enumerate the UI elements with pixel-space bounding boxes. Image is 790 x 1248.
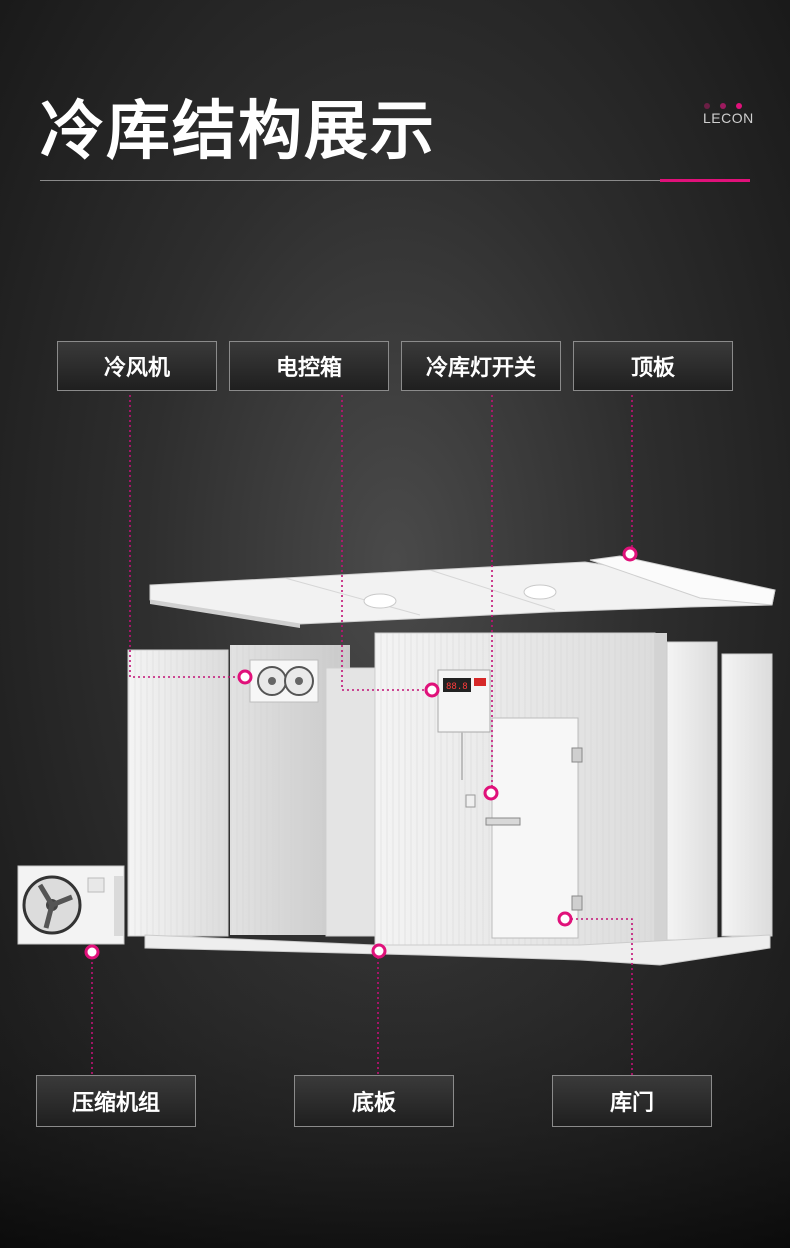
roof-panels [149, 555, 776, 628]
marker-air-cooler [237, 669, 253, 685]
marker-bottom-panel [371, 943, 387, 959]
leader-lines [91, 395, 633, 1075]
ceiling-light-2 [523, 584, 557, 600]
header-divider [40, 180, 750, 181]
dot-1 [704, 103, 710, 109]
label-door: 库门 [552, 1075, 712, 1127]
label-control-box: 电控箱 [229, 341, 389, 391]
dot-3 [736, 103, 742, 109]
ceiling-light-1 [363, 593, 397, 609]
controller-display: 88.8 [446, 682, 468, 692]
cold-room-door [485, 717, 583, 939]
header-dots [704, 94, 752, 113]
light-switch [465, 794, 476, 808]
side-panel-2 [721, 653, 773, 937]
marker-top-panel [622, 546, 638, 562]
header-divider-accent [660, 179, 750, 182]
callout-markers [84, 546, 638, 960]
marker-light-switch [483, 785, 499, 801]
brand-logo: LECON [703, 110, 754, 126]
label-air-cooler: 冷风机 [57, 341, 217, 391]
marker-control-box [424, 682, 440, 698]
floor-panels [144, 934, 771, 966]
marker-door [557, 911, 573, 927]
dot-2 [720, 103, 726, 109]
control-box: 88.8 [437, 669, 491, 808]
air-cooler-unit [249, 659, 319, 703]
label-condensing-unit: 压缩机组 [36, 1075, 196, 1127]
condensing-unit [17, 865, 125, 945]
label-top-panel: 顶板 [573, 341, 733, 391]
marker-condensing-unit [84, 944, 100, 960]
label-light-switch: 冷库灯开关 [401, 341, 561, 391]
page-title: 冷库结构展示 [40, 95, 436, 169]
side-panel-1 [666, 641, 718, 941]
label-bottom-panel: 底板 [294, 1075, 454, 1127]
